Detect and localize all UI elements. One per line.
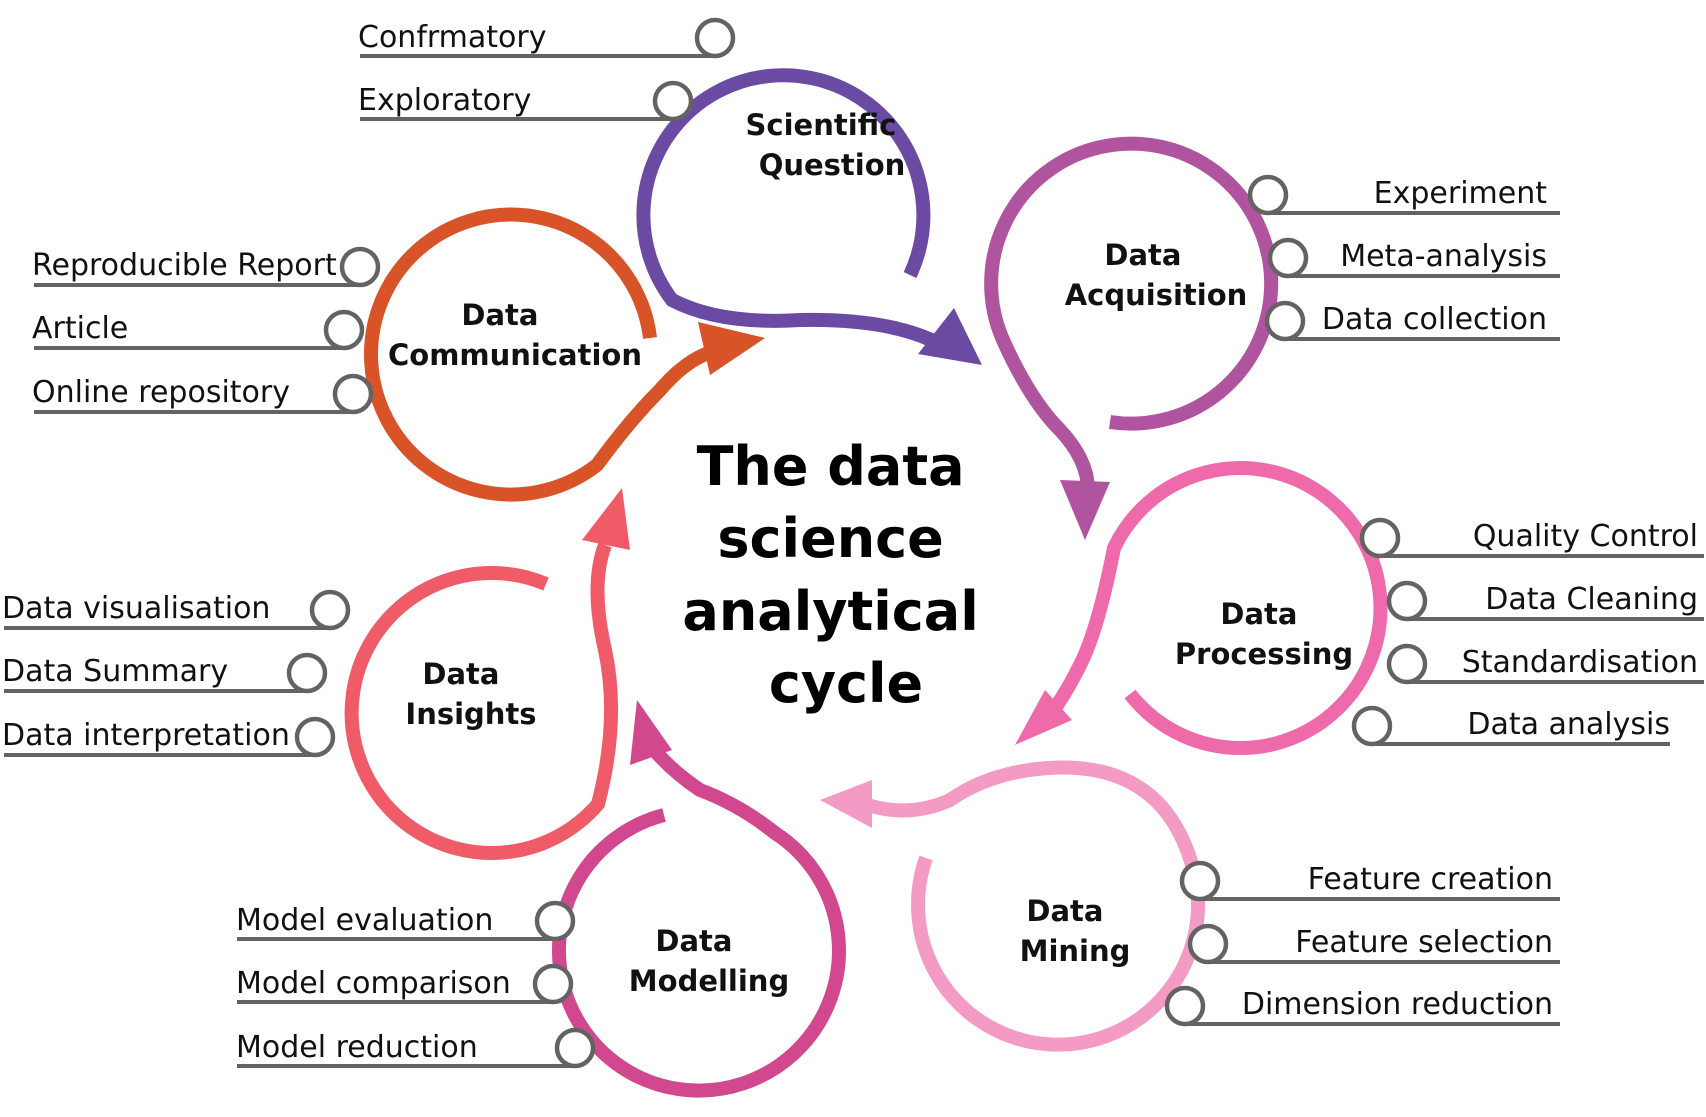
data-acquisition-label: Data Acquisition [1065,238,1248,312]
data-modelling-label-line: Modelling [629,964,789,998]
item-label: Experiment [1374,176,1548,211]
item-label: Meta-analysis [1340,239,1547,274]
item-label: Data collection [1322,302,1547,337]
data-insights-label-line: Data [422,657,499,691]
connector-node [1386,643,1428,685]
data-insights-ring [344,542,619,860]
scientific-question-label: Scientific Question [746,108,907,182]
stage-data-processing: Data Processing Quality Control Data Cle… [1015,461,1704,756]
data-insights-label-line: Insights [405,697,536,731]
connector-node [554,1027,596,1069]
data-mining-label-line: Data [1026,894,1103,928]
connector-node [532,963,574,1005]
connector-node [1187,923,1229,965]
data-mining-label: Data Mining [1020,894,1131,968]
data-insights-label: Data Insights [405,657,536,731]
data-communication-label-line: Data [461,298,538,332]
connector-node [1359,517,1401,559]
item-label: Exploratory [358,83,531,118]
connector-node [1351,705,1393,747]
data-acquisition-ring [984,136,1279,491]
data-insights-arrowhead [582,488,630,550]
scientific-question-arrowhead [918,308,982,365]
connector-node [323,309,365,351]
stage-data-acquisition: Data Acquisition Experiment Meta-analysi… [984,136,1560,540]
data-mining-arrowhead [820,780,872,828]
diagram-title-line: cycle [769,652,923,715]
stage-scientific-question: Scientific Question Confrmatory Explorat… [358,17,982,365]
data-processing-label: Data Processing [1175,597,1353,671]
data-processing-label-line: Data [1220,597,1297,631]
connector-node [534,900,576,942]
item-label: Standardisation [1462,645,1698,680]
item-label: Data visualisation [2,591,270,626]
item-label: Data Summary [2,654,228,689]
item-label: Reproducible Report [32,248,337,283]
connector-node [694,17,736,59]
connector-node [339,246,381,288]
data-modelling-label: Data Modelling [629,924,789,998]
data-communication-label-line: Communication [388,338,642,372]
data-processing-label-line: Processing [1175,637,1353,671]
connector-node [652,80,694,122]
item-label: Confrmatory [358,20,547,55]
item-label: Feature selection [1295,925,1553,960]
connector-node [286,652,328,694]
connector-node [1386,580,1428,622]
data-mining-label-line: Mining [1020,934,1131,968]
scientific-question-label-line: Question [759,148,906,182]
data-acquisition-arrowhead [1060,480,1110,540]
diagram-title: The data science analytical cycle [682,435,997,715]
data-communication-label: Data Communication [388,298,642,372]
diagram-title-line: The data [697,435,965,498]
item-label: Model comparison [236,966,511,1001]
data-modelling-arrowhead [630,700,672,765]
scientific-question-label-line: Scientific [746,108,897,142]
item-label: Data interpretation [2,718,290,753]
data-acquisition-label-line: Acquisition [1065,278,1248,312]
item-label: Quality Control [1473,519,1698,554]
stage-data-modelling: Data Modelling Model evaluation Model co… [236,700,846,1098]
item-label: Article [32,311,128,346]
item-label: Data analysis [1467,707,1670,742]
data-mining-ring [865,760,1205,1052]
scientific-question-ring [636,68,954,356]
connector-node [332,373,374,415]
data-processing-ring [1046,461,1388,756]
item-label: Feature creation [1308,862,1553,897]
connector-node [1264,300,1306,342]
item-label: Model reduction [236,1030,478,1065]
item-label: Online repository [32,375,290,410]
data-processing-arrowhead [1015,690,1072,745]
connector-node [1164,985,1206,1027]
stage-data-communication: Data Communication Reproducible Report A… [32,207,765,502]
item-label: Dimension reduction [1242,987,1553,1022]
item-label: Model evaluation [236,903,493,938]
connector-node [309,589,351,631]
stage-data-insights: Data Insights Data visualisation Data Su… [2,488,630,860]
connector-node [1247,174,1289,216]
connector-node [1179,860,1221,902]
item-label: Data Cleaning [1485,582,1698,617]
data-acquisition-label-line: Data [1104,238,1181,272]
connector-node [294,716,336,758]
data-modelling-label-line: Data [655,924,732,958]
stage-data-mining: Data Mining Feature creation Feature sel… [820,760,1560,1052]
connector-node [1267,237,1309,279]
diagram-title-line: science [717,507,943,570]
data-communication-arrowhead [698,322,765,375]
diagram-title-line: analytical [682,580,978,643]
data-communication-ring [363,207,722,502]
